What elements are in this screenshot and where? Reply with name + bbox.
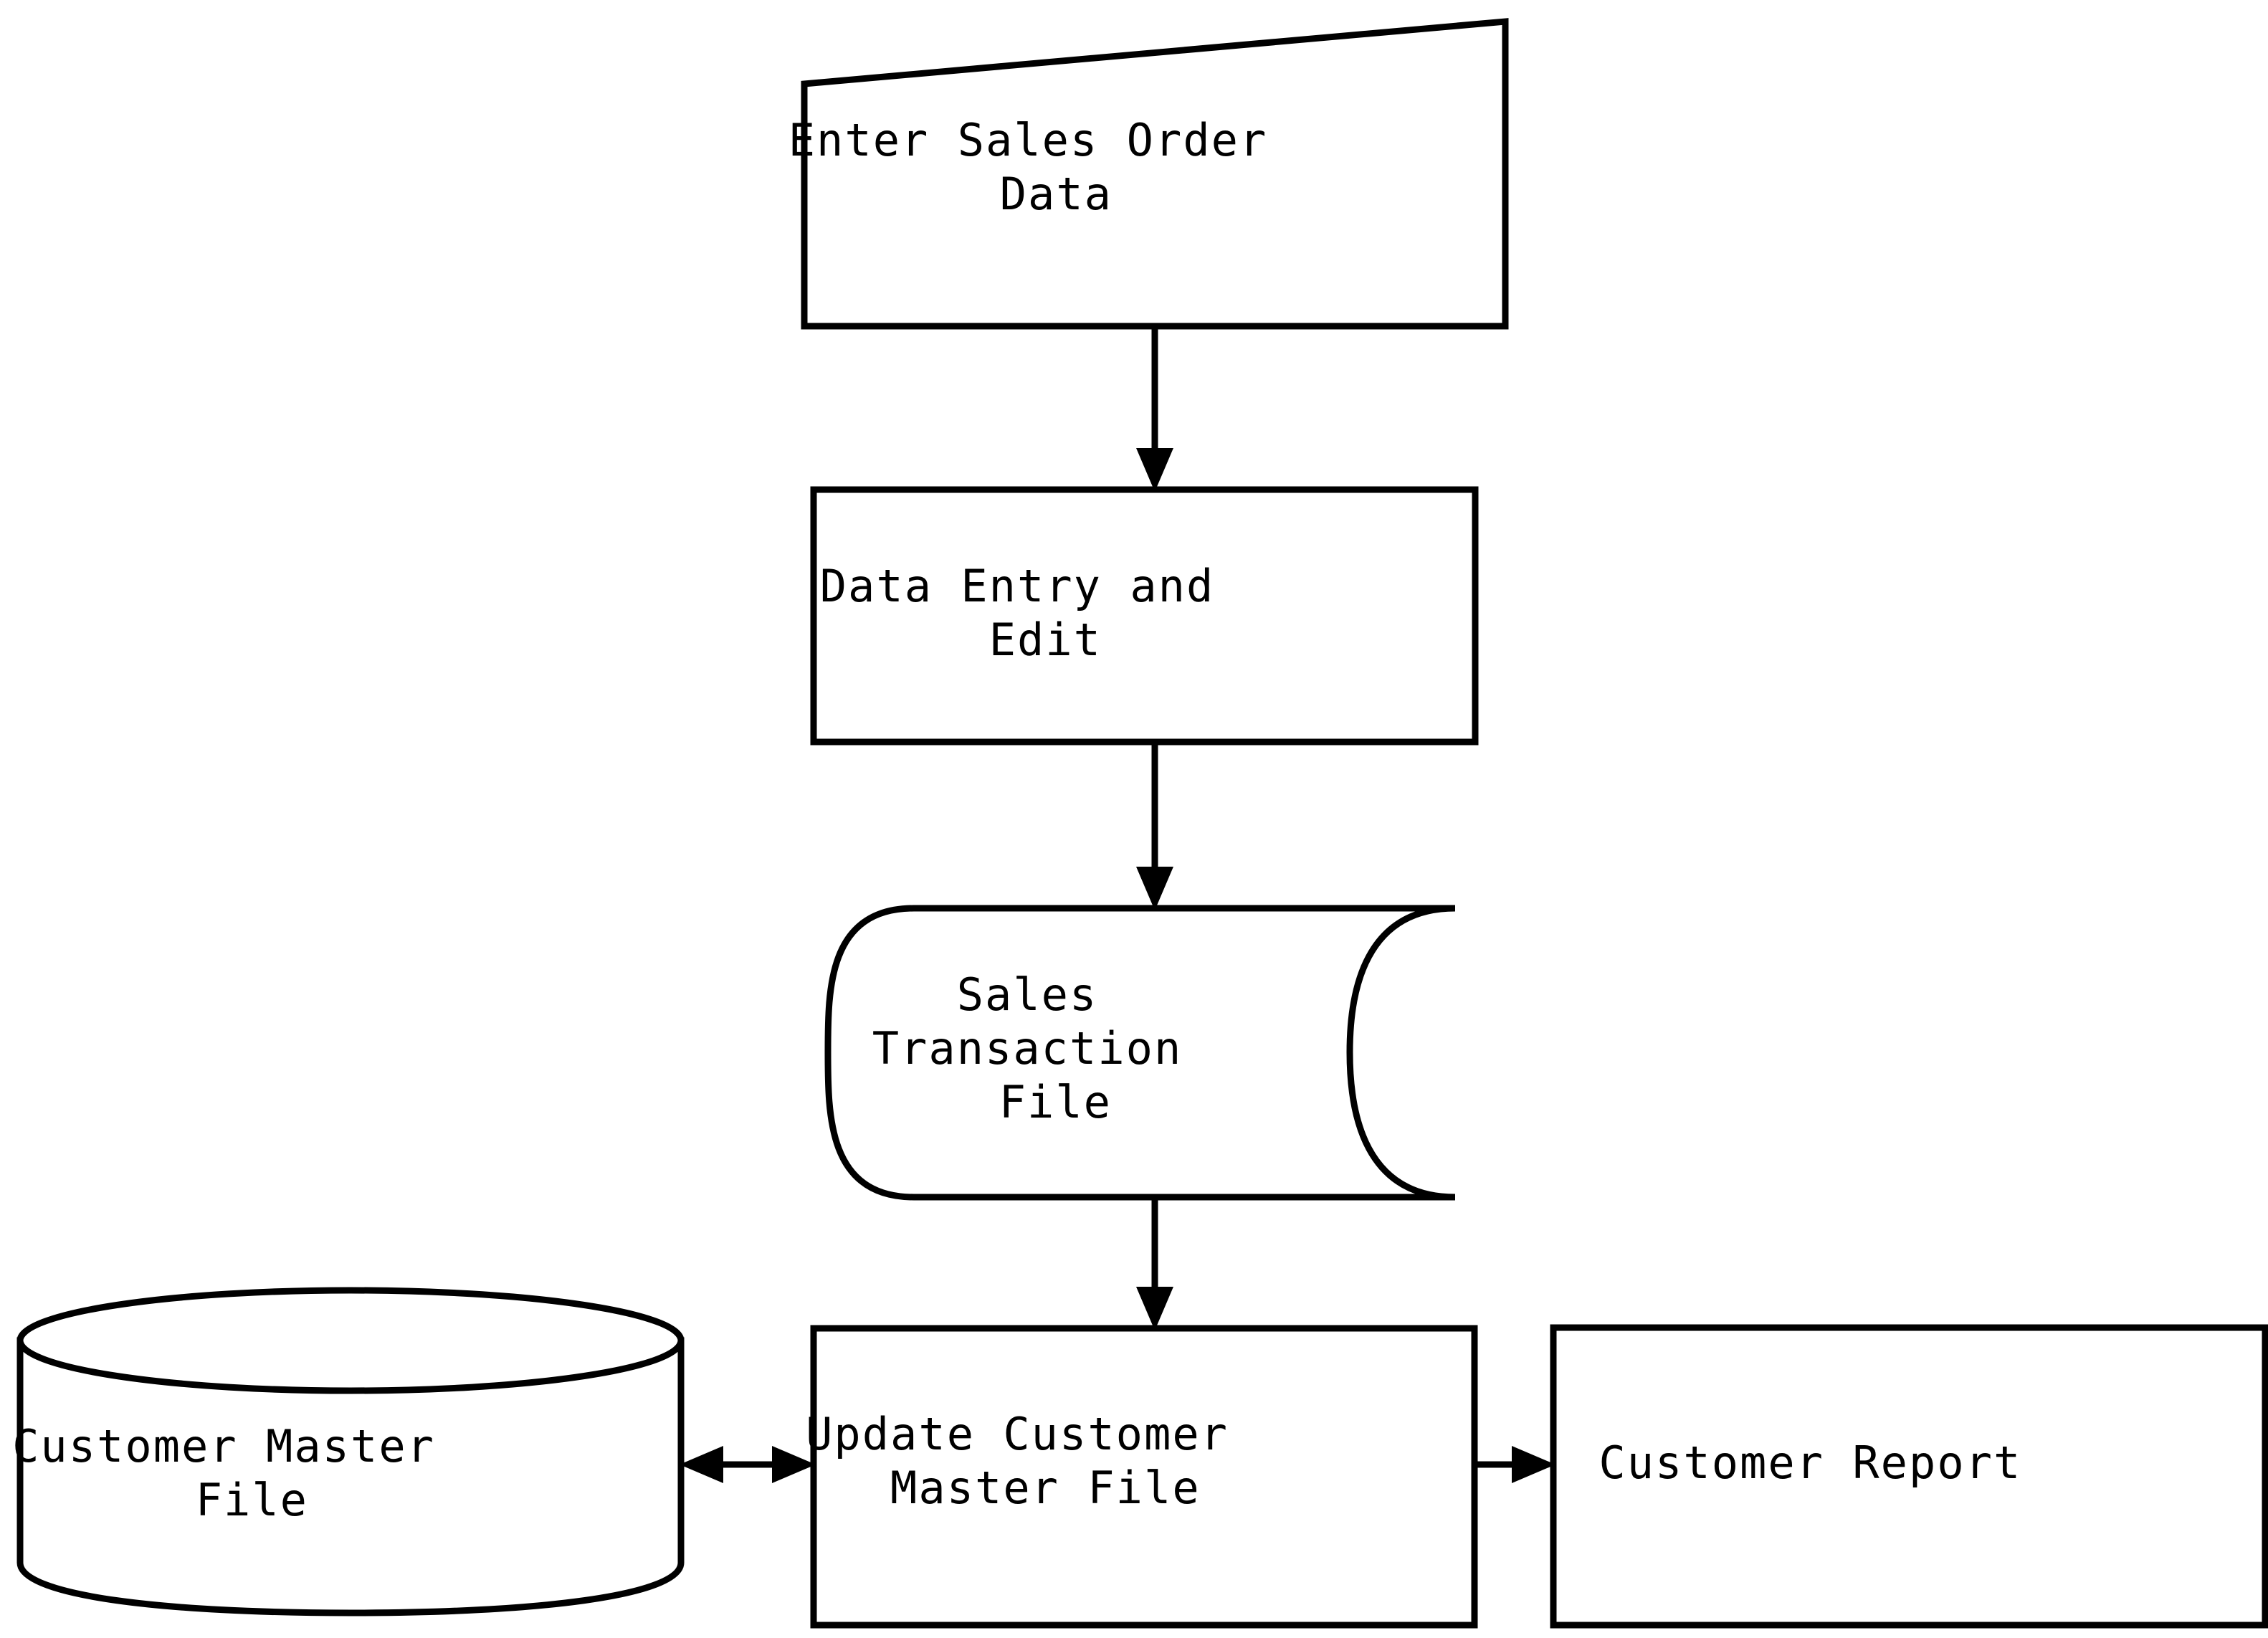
arrow-head-down-icon xyxy=(1136,1287,1173,1330)
connector-order-to-entry xyxy=(1136,326,1173,492)
node-label-customer-report: Customer Report xyxy=(1598,1437,2021,1489)
connector-master-file-to-update xyxy=(680,1446,816,1483)
node-data-entry-and-edit[interactable]: Data Entry and Edit xyxy=(0,0,1479,746)
node-label-update-customer-master-file: Update Customer Master File xyxy=(806,1408,1229,1514)
node-label-line: Transaction xyxy=(872,1022,1183,1075)
node-label-line: Enter Sales Order xyxy=(788,114,1268,166)
node-label-line: Sales xyxy=(957,968,1098,1021)
process-shape xyxy=(1550,1324,2268,1629)
node-label-line: File xyxy=(999,1076,1112,1128)
node-label-line: Data Entry and xyxy=(820,560,1215,612)
node-label-line: Customer Master xyxy=(12,1420,435,1472)
node-label-sales-transaction-file: Sales Transaction File xyxy=(0,0,1436,1128)
node-enter-sales-order-data[interactable]: Enter Sales Order Data xyxy=(0,0,1521,330)
node-label-line: Update Customer xyxy=(806,1408,1229,1460)
arrow-head-down-icon xyxy=(1136,448,1173,492)
process-shape xyxy=(810,486,1479,746)
process-shape xyxy=(810,1325,1478,1629)
node-label-data-entry-and-edit: Data Entry and Edit xyxy=(0,0,1468,666)
connector-transaction-file-to-update xyxy=(1136,1197,1173,1330)
stored-data-shape xyxy=(824,905,1456,1201)
node-label-line: File xyxy=(196,1474,308,1526)
database-cylinder-shape xyxy=(16,1337,685,1616)
node-label-line: Edit xyxy=(989,614,1102,666)
arrow-head-right-icon xyxy=(1512,1446,1555,1483)
node-label-line: Data xyxy=(1000,168,1112,220)
connector-entry-to-transaction-file xyxy=(1136,742,1173,910)
connector-update-to-report xyxy=(1474,1446,1555,1483)
node-label-line: Customer Report xyxy=(1598,1437,2021,1489)
arrow-head-right-icon xyxy=(772,1446,816,1483)
node-label-line: Master File xyxy=(890,1462,1201,1514)
node-sales-transaction-file[interactable]: Sales Transaction File xyxy=(0,0,1456,1201)
database-cylinder-top-icon xyxy=(16,1287,685,1394)
node-label-enter-sales-order-data: Enter Sales Order Data xyxy=(0,0,1521,220)
node-label-customer-master-file: Customer Master File xyxy=(0,0,689,1526)
arrow-head-left-icon xyxy=(680,1446,723,1483)
node-update-customer-master-file[interactable]: Update Customer Master File xyxy=(0,0,1482,1629)
node-customer-master-file[interactable]: Customer Master File xyxy=(0,0,689,1616)
arrow-head-down-icon xyxy=(1136,867,1173,910)
manual-input-shape xyxy=(801,18,1509,330)
